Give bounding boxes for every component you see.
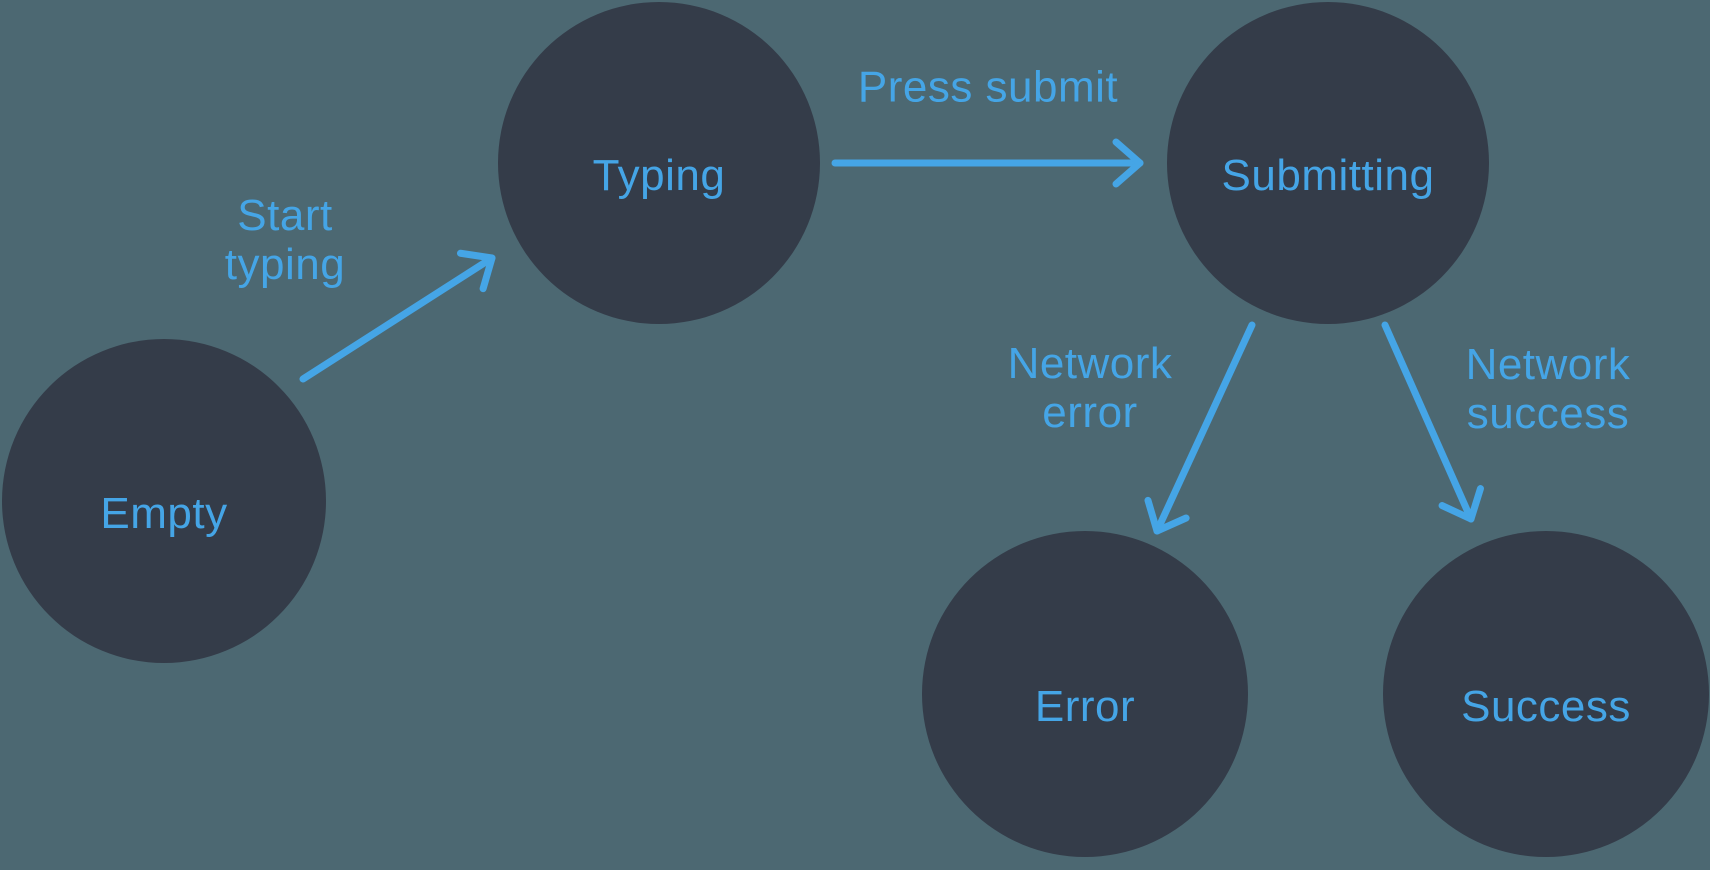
transition-label-line: success	[1466, 389, 1630, 438]
transition-arrow-network-success	[1381, 321, 1484, 523]
state-node-label: Typing	[592, 151, 726, 200]
transition-label-line: Start	[237, 191, 333, 240]
transition-label-press-submit: Press submit	[858, 63, 1118, 112]
transition-label-line: Network	[1007, 339, 1173, 388]
state-node-label: Empty	[100, 489, 228, 538]
state-node-submitting: Submitting	[1167, 2, 1489, 324]
state-node-label: Submitting	[1221, 151, 1435, 200]
state-node-error: Error	[922, 531, 1248, 857]
state-node-success: Success	[1383, 531, 1709, 857]
transition-label-line: Press submit	[857, 62, 1119, 112]
transition-label-line: error	[1042, 388, 1138, 437]
state-node-empty: Empty	[2, 339, 326, 663]
state-node-typing: Typing	[498, 2, 820, 324]
state-node-label: Error	[1034, 682, 1136, 731]
state-node-label: Success	[1461, 682, 1631, 731]
transition-label-line: Network	[1465, 340, 1631, 389]
transition-label-line: typing	[224, 240, 346, 289]
